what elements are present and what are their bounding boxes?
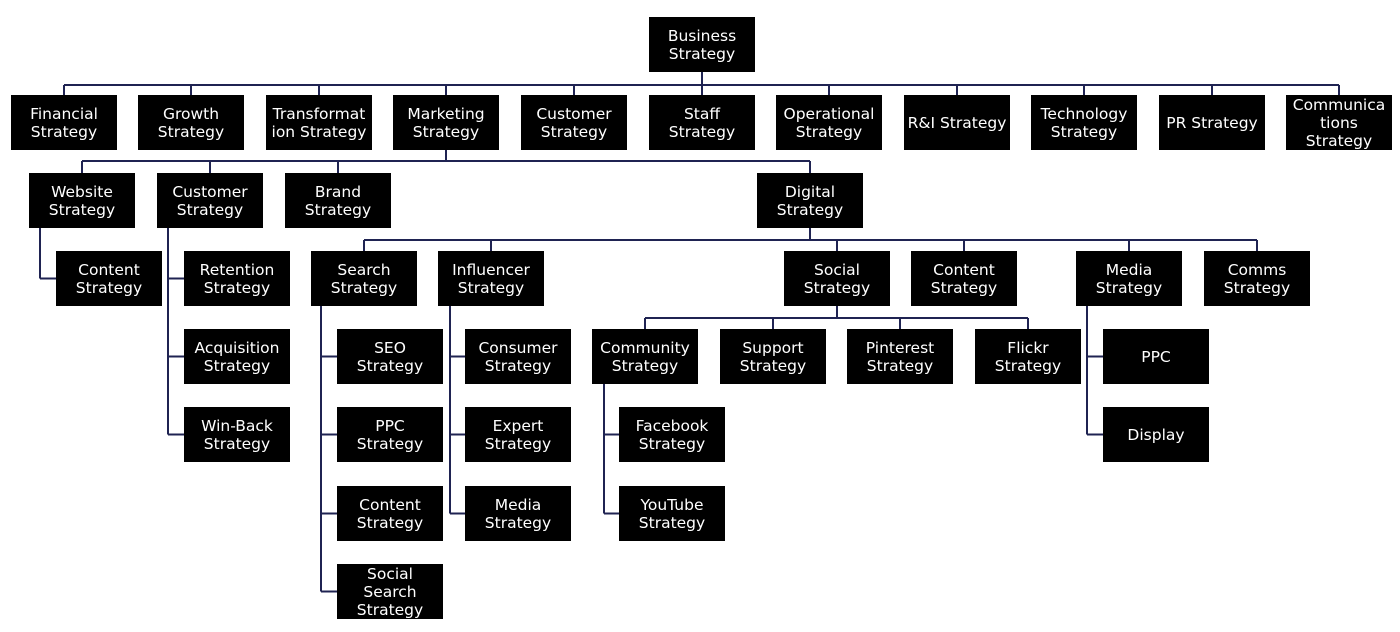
node-seo: SEO Strategy	[337, 329, 443, 384]
node-media: Media Strategy	[1076, 251, 1182, 306]
node-community: Community Strategy	[592, 329, 698, 384]
node-rni: R&I Strategy	[904, 95, 1010, 150]
node-staff: Staff Strategy	[649, 95, 755, 150]
node-web-content: Content Strategy	[56, 251, 162, 306]
node-transformation: Transformat ion Strategy	[266, 95, 372, 150]
node-youtube: YouTube Strategy	[619, 486, 725, 541]
node-pr: PR Strategy	[1159, 95, 1265, 150]
node-brand: Brand Strategy	[285, 173, 391, 228]
node-communications: Communica tions Strategy	[1286, 95, 1392, 150]
node-acquisition: Acquisition Strategy	[184, 329, 290, 384]
connector-lines	[39, 72, 1340, 593]
node-ppc-search: PPC Strategy	[337, 407, 443, 462]
node-social-search: Social Search Strategy	[337, 564, 443, 619]
node-retention: Retention Strategy	[184, 251, 290, 306]
node-winback: Win-Back Strategy	[184, 407, 290, 462]
node-growth: Growth Strategy	[138, 95, 244, 150]
node-influencer: Influencer Strategy	[438, 251, 544, 306]
node-business: Business Strategy	[649, 17, 755, 72]
node-website: Website Strategy	[29, 173, 135, 228]
node-pinterest: Pinterest Strategy	[847, 329, 953, 384]
node-customer-top: Customer Strategy	[521, 95, 627, 150]
node-operational: Operational Strategy	[776, 95, 882, 150]
node-support: Support Strategy	[720, 329, 826, 384]
node-search-content: Content Strategy	[337, 486, 443, 541]
node-inf-media: Media Strategy	[465, 486, 571, 541]
node-display: Display	[1103, 407, 1209, 462]
node-flickr: Flickr Strategy	[975, 329, 1081, 384]
node-customer-mkt: Customer Strategy	[157, 173, 263, 228]
node-marketing: Marketing Strategy	[393, 95, 499, 150]
node-comms: Comms Strategy	[1204, 251, 1310, 306]
node-ppc-media: PPC	[1103, 329, 1209, 384]
node-technology: Technology Strategy	[1031, 95, 1137, 150]
node-expert: Expert Strategy	[465, 407, 571, 462]
node-dig-content: Content Strategy	[911, 251, 1017, 306]
node-digital: Digital Strategy	[757, 173, 863, 228]
node-facebook: Facebook Strategy	[619, 407, 725, 462]
node-social: Social Strategy	[784, 251, 890, 306]
node-search: Search Strategy	[311, 251, 417, 306]
node-financial: Financial Strategy	[11, 95, 117, 150]
node-consumer: Consumer Strategy	[465, 329, 571, 384]
